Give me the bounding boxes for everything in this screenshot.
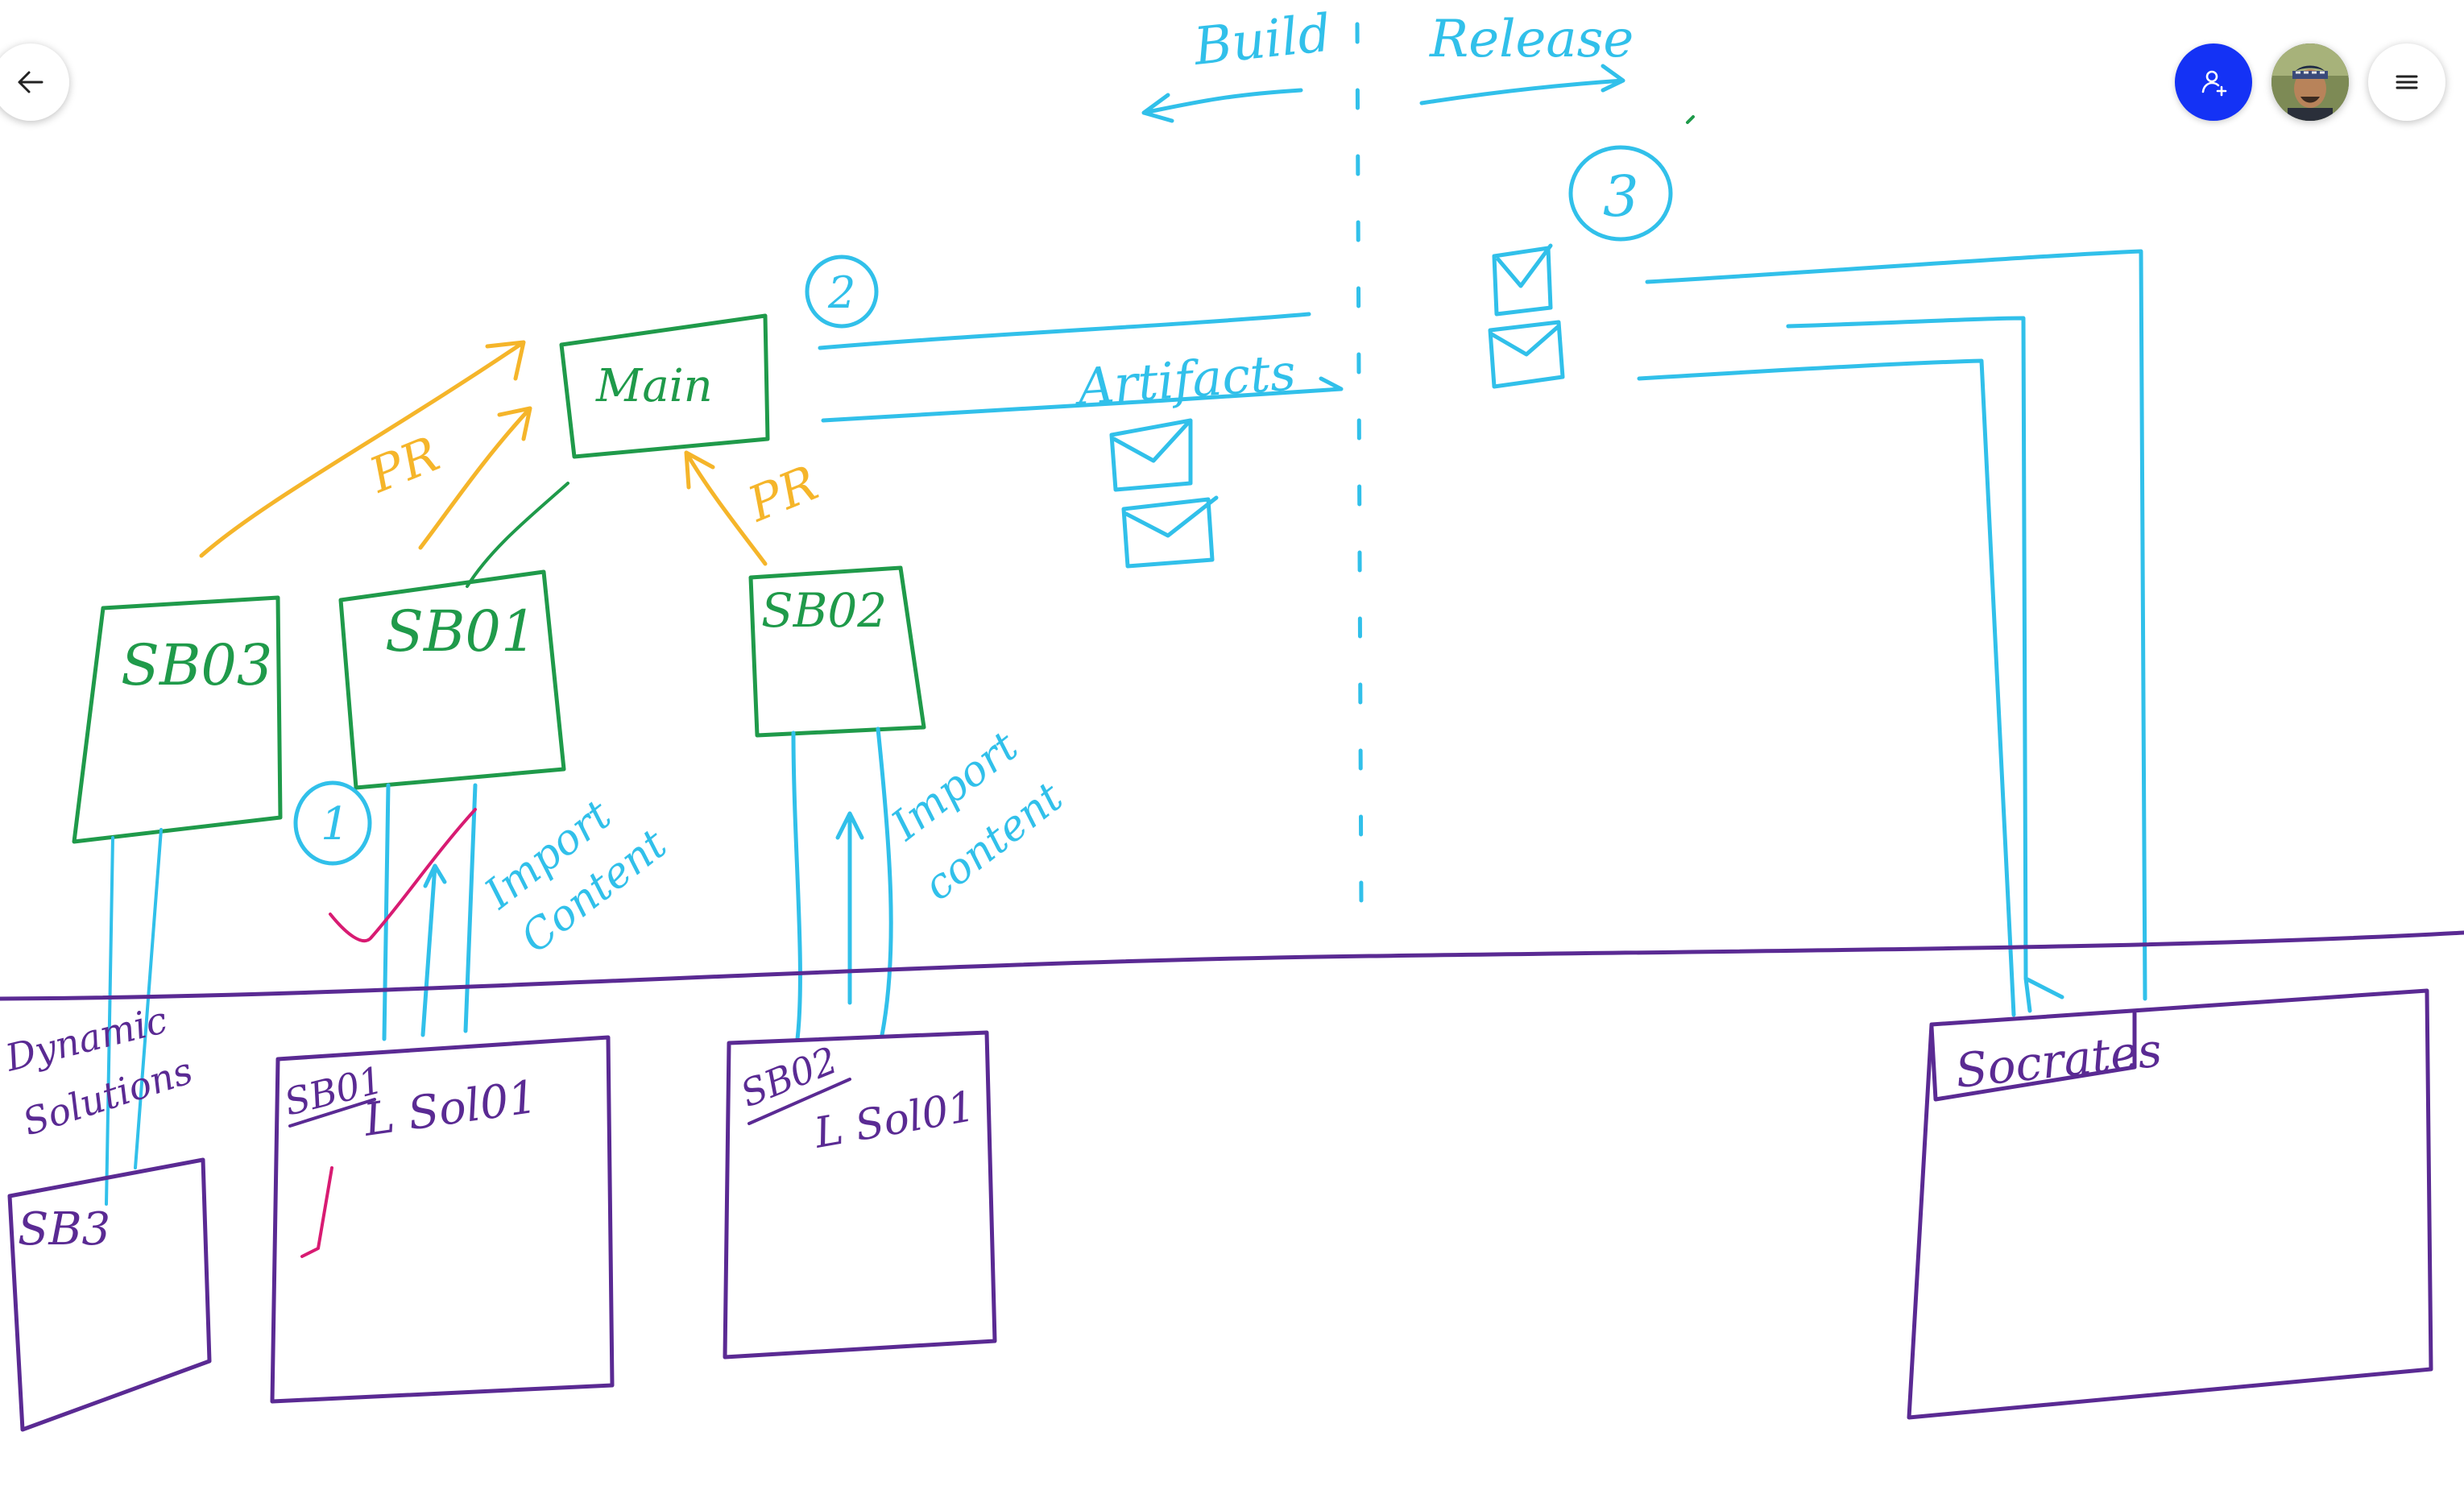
step-2-badge: 2 [805, 255, 879, 329]
artifacts-label: Artifacts [1072, 342, 1298, 416]
sb02-box[interactable]: SB02 [748, 565, 926, 738]
svg-text:3: 3 [1603, 163, 1639, 230]
env-sb02-sol-label: L Sol01 [810, 1082, 979, 1158]
sb01-label: SB01 [385, 598, 536, 664]
pr-arrows [199, 340, 768, 566]
hamburger-menu-icon [2396, 75, 2418, 89]
add-collaborator-button[interactable] [2175, 43, 2252, 121]
import-arrows-sb02 [791, 726, 893, 1041]
artifact-icons-build [1109, 418, 1219, 569]
env-sb03-box[interactable] [7, 1157, 212, 1432]
env-sb01-box[interactable] [270, 1035, 615, 1404]
env-sb02-box[interactable] [723, 1030, 997, 1360]
add-person-icon [2201, 70, 2227, 97]
release-arrow [1419, 64, 1625, 106]
release-pipeline [1637, 249, 2147, 1017]
sb03-label: SB03 [121, 632, 272, 698]
build-pipeline [818, 312, 1344, 423]
sb01-box[interactable]: SB01 [338, 569, 566, 790]
user-avatar-image [2271, 43, 2349, 121]
release-tick [1686, 115, 1695, 124]
env-sb01-sol-label: L Sol01 [360, 1070, 540, 1147]
pr-label-2: PR [739, 455, 825, 533]
import-arrows-sb01 [382, 783, 478, 1041]
step-3-badge: 3 [1568, 145, 1673, 242]
svg-text:2: 2 [827, 267, 855, 318]
env-sb03-label: SB3 [18, 1203, 110, 1256]
release-label: Release [1429, 10, 1634, 69]
sb01-main-connector [466, 482, 569, 588]
step-1-badge: 1 [293, 780, 372, 866]
env-socrates-box[interactable] [1907, 988, 2433, 1420]
sb03-box[interactable]: SB03 [72, 595, 283, 844]
menu-button[interactable] [2368, 43, 2445, 121]
build-label: Build [1191, 4, 1334, 77]
sb02-label: SB02 [761, 583, 887, 638]
svg-text:1: 1 [321, 798, 350, 851]
back-button[interactable] [0, 43, 69, 121]
env-sb02-underline [747, 1078, 851, 1125]
pink-check-env [300, 1166, 333, 1258]
pink-check-sb01 [329, 808, 477, 943]
arrow-left-icon [18, 71, 43, 93]
build-release-divider [1355, 22, 1364, 908]
socrates-label: Socrates [1953, 1022, 2164, 1098]
env-sb02-label: SB02 [735, 1038, 843, 1115]
env-sb01-underline [288, 1098, 376, 1128]
main-label: Main [595, 360, 713, 412]
artifact-icons-release [1488, 243, 1565, 389]
environment-baseline [0, 930, 2464, 1001]
main-branch-box[interactable]: Main [559, 313, 770, 459]
user-avatar[interactable] [2271, 43, 2349, 121]
build-arrow [1141, 88, 1303, 123]
